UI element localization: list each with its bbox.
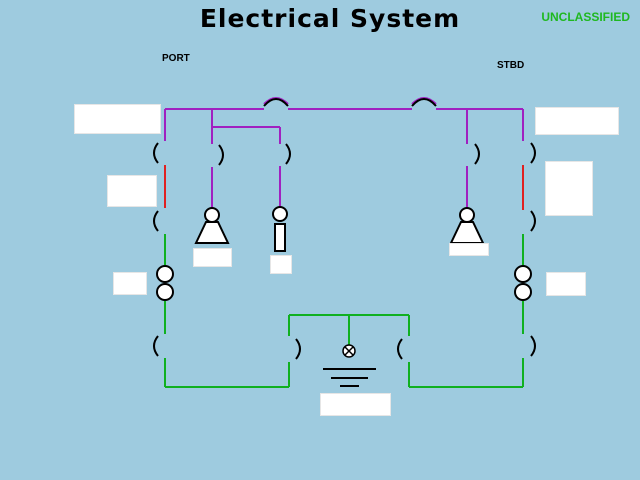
port-main-breaker-icon	[153, 142, 159, 164]
stbd-label: STBD	[497, 60, 525, 71]
stbd-generator-readout	[546, 272, 586, 296]
shore-breaker-left-icon	[295, 338, 301, 360]
bus-crosstie-breaker-right-icon	[411, 98, 437, 107]
port-load-2-readout	[270, 255, 292, 274]
shore-power-readout	[320, 393, 391, 416]
port-load-2-icon	[272, 206, 288, 252]
stbd-breaker-readout	[545, 161, 593, 216]
port-bus-readout	[74, 104, 161, 134]
port-load-1-readout	[193, 248, 232, 267]
stbd-load-readout	[449, 243, 489, 256]
main-bus	[165, 97, 523, 110]
port-generator-readout	[113, 272, 147, 295]
port-label: PORT	[162, 53, 190, 64]
stbd-load-icon	[449, 207, 485, 244]
page-title: Electrical System	[199, 4, 461, 33]
port-load-2-breaker-icon	[285, 143, 291, 165]
port-shore-breaker-icon	[153, 335, 159, 357]
shore-power-connection-icon	[342, 344, 356, 358]
shore-breaker-right-icon	[397, 338, 403, 360]
bus-crosstie-breaker-left-icon	[263, 98, 289, 107]
stbd-generator-icon	[514, 265, 532, 301]
port-load-1-icon	[194, 207, 230, 244]
port-breaker-readout	[107, 175, 157, 207]
stbd-main-breaker-icon	[530, 142, 536, 164]
port-generator-icon	[156, 265, 174, 301]
classification-banner: UNCLASSIFIED	[541, 10, 630, 24]
port-load-1-breaker-icon	[218, 144, 224, 166]
ground-icon	[323, 368, 376, 387]
stbd-shore-breaker-icon	[530, 335, 536, 357]
stbd-load-breaker-icon	[474, 143, 480, 165]
port-generator-breaker-icon	[153, 210, 159, 232]
stbd-generator-breaker-icon	[530, 210, 536, 232]
stbd-bus-readout	[535, 107, 619, 135]
